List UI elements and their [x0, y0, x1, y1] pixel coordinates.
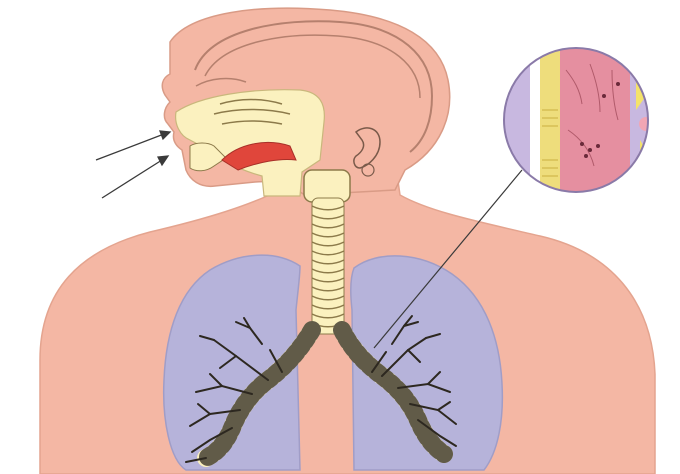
torso [40, 160, 655, 474]
magnified-inset [504, 48, 654, 198]
trachea [312, 198, 344, 334]
airflow-arrows [96, 131, 170, 198]
larynx [304, 170, 350, 202]
arrow-mouth [102, 160, 162, 198]
arrow-nose [96, 134, 164, 160]
